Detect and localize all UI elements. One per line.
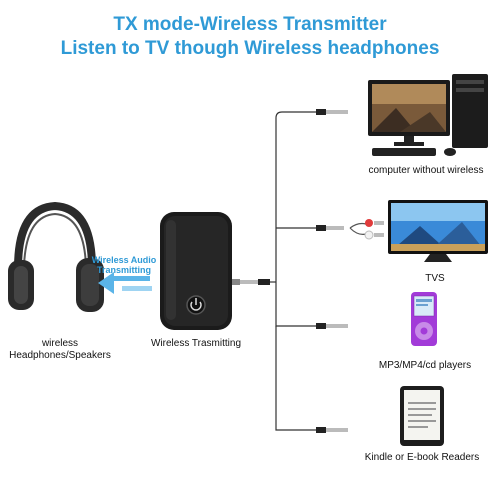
device-label-mp3: MP3/MP4/cd players (378, 360, 472, 371)
device-label-ereader: Kindle or E-book Readers (364, 452, 480, 463)
headphones-label-line-2: Headphones/Speakers (9, 350, 111, 361)
mp3-player-image (411, 292, 437, 346)
tv-image (388, 200, 488, 262)
title-line-1: TX mode-Wireless Transmitter (113, 14, 387, 35)
wireless-audio-label-line-2: Transmitting (96, 265, 151, 275)
headphones-label-line-1: wireless (41, 338, 79, 349)
wireless-audio-label: Wireless Audio Transmitting (86, 255, 162, 275)
device-label-computer: computer without wireless (368, 165, 484, 176)
wireless-audio-label-line-1: Wireless Audio (91, 255, 157, 265)
ereader-image (400, 386, 444, 446)
transmitter-plug (232, 279, 270, 285)
connection-lines (270, 111, 316, 431)
title-line-2: Listen to TV though Wireless headphones (60, 38, 440, 59)
device-jacks (316, 109, 384, 433)
transmitter-device (160, 212, 232, 330)
headphones-image (8, 201, 104, 312)
headphones-label: wireless Headphones/Speakers (0, 338, 120, 362)
transmitter-label: Wireless Trasmitting (150, 338, 241, 349)
computer-image (368, 74, 488, 156)
wireless-arrow (98, 272, 152, 294)
device-label-tv: TVS (425, 273, 445, 284)
